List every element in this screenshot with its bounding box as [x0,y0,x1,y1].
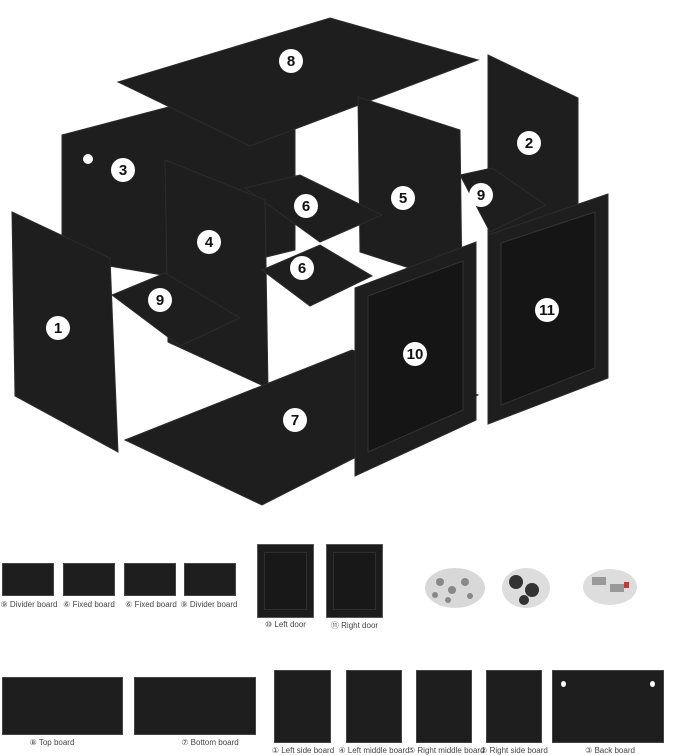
right-middle-board-part [416,670,472,743]
accessories-bag-icon [583,569,637,605]
callout-circle-divider-board-right [469,183,493,207]
left-side-board-part [274,670,331,743]
callout-number-back-board: 3 [119,162,127,179]
callout-number-left-door: 10 [407,346,424,363]
callout-circle-right-door [535,298,559,322]
left-middle-board-part [346,670,402,743]
divider-board-part [184,563,236,596]
callout-circle-fixed-board-lower [290,256,314,280]
callout-circle-back-board [111,158,135,182]
callout-circle-right-side-board [517,131,541,155]
screws-bag-icon [425,568,485,608]
callout-number-left-side-board: 1 [54,320,62,337]
part-label: ⑥ Fixed board [63,600,115,609]
callout-number-divider-board-right: 9 [477,187,485,204]
divider-board-part [2,563,54,596]
part-label: ⑨ Divider board [180,600,238,609]
callout-circle-divider-board-left [148,288,172,312]
part-label: ⑪ Right door [330,621,379,630]
part-label: ⑩ Left door [265,620,306,629]
callout-circle-left-side-board [46,316,70,340]
callout-number-right-side-board: 2 [525,135,533,152]
fixed-board-part [124,563,176,596]
part-label: ⑨ Divider board [0,600,58,609]
callout-circle-left-middle-board [197,230,221,254]
callout-number-right-door: 11 [539,302,555,319]
part-label: ⑤ Right middle board [408,746,485,755]
right-side-board-part [486,670,542,743]
callout-number-fixed-board-upper: 6 [302,198,310,215]
part-label: ① Left side board [271,746,335,755]
callout-number-divider-board-left: 9 [156,292,164,309]
callout-number-top-board: 8 [287,53,295,70]
right-door-part [326,544,383,618]
callout-number-right-middle-board: 5 [399,190,407,207]
back-board-part [552,670,664,743]
callout-circle-fixed-board-upper [294,194,318,218]
part-label: ⑧ Top board [29,738,75,747]
top-board-part [2,677,123,735]
callout-circle-right-middle-board [391,186,415,210]
part-label: ④ Left middle board [338,746,410,755]
callout-number-left-middle-board: 4 [205,234,214,251]
callout-number-fixed-board-lower: 6 [298,260,306,277]
part-label: ③ Back board [585,746,635,755]
exploded-diagram: 8 3 2 6 5 9 4 6 1 9 10 11 7 [11,17,609,506]
part-label: ② Right side board [480,746,548,755]
top-board [116,17,480,147]
bottom-board-part [134,677,256,735]
callout-number-bottom-board: 7 [291,412,299,429]
fixed-board-part [63,563,115,596]
fixed-board-lower [261,244,374,307]
hinges-bag-icon [502,568,550,608]
part-label: ⑦ Bottom board [181,738,239,747]
callout-circle-left-door [403,342,427,366]
part-label: ⑥ Fixed board [125,600,177,609]
left-door-part [257,544,314,618]
callout-circle-top-board [279,49,303,73]
callout-circle-bottom-board [283,408,307,432]
divider-board-left [110,272,242,347]
